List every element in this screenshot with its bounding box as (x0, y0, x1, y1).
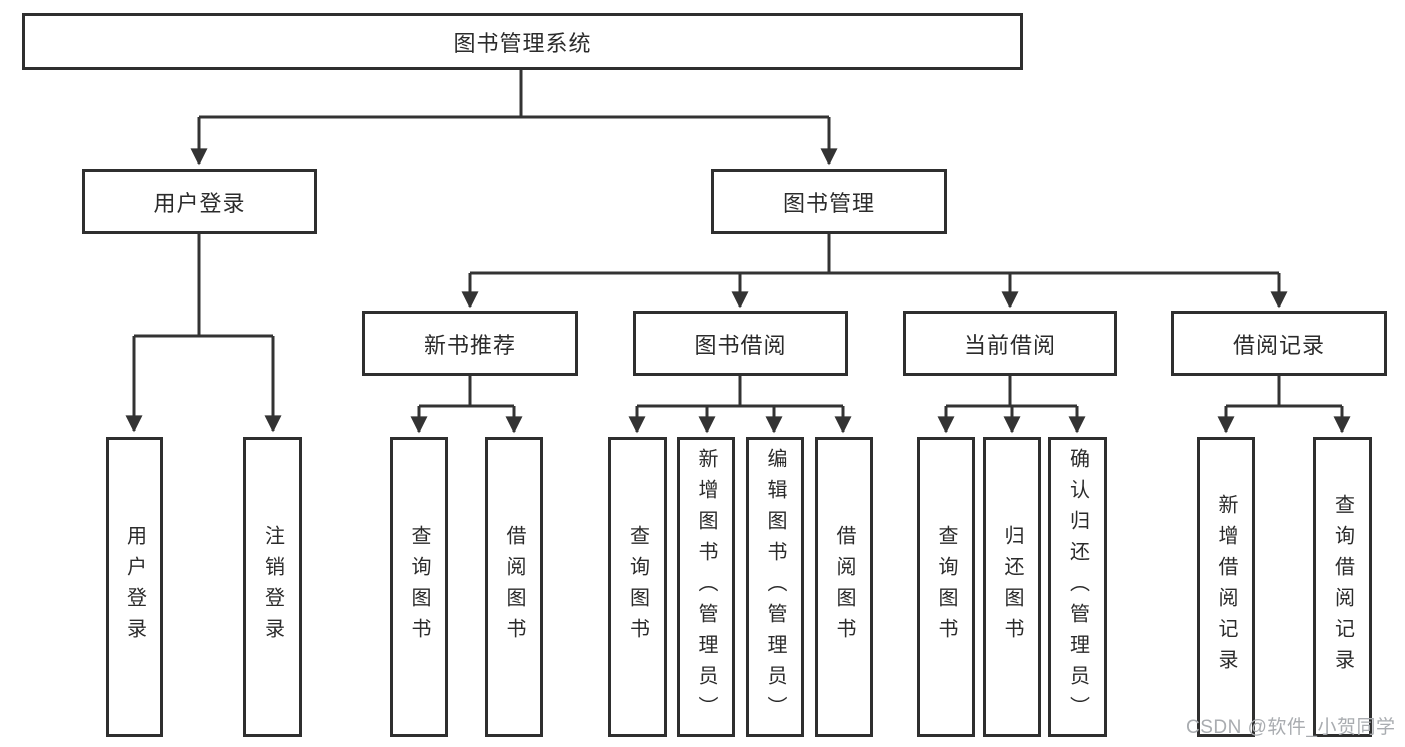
node-new-book-recommend-label: 新书推荐 (423, 332, 516, 358)
leaf-query-books-recommend: 查询图书 (390, 437, 448, 737)
leaf-borrow-books-borrow: 借阅图书 (815, 437, 873, 737)
leaf-return-books: 归还图书 (983, 437, 1041, 737)
node-book-management: 图书管理 (711, 169, 947, 234)
leaf-query-books-borrow: 查询图书 (608, 437, 667, 737)
leaf-add-borrow-record: 新增借阅记录 (1197, 437, 1255, 737)
node-new-book-recommend: 新书推荐 (362, 311, 578, 376)
node-current-borrow: 当前借阅 (903, 311, 1117, 376)
leaf-query-books-current: 查询图书 (917, 437, 975, 737)
leaf-logout-login: 注销登录 (243, 437, 302, 737)
leaf-borrow-books-recommend: 借阅图书 (485, 437, 543, 737)
node-user-login: 用户登录 (82, 169, 317, 234)
node-book-borrow: 图书借阅 (633, 311, 848, 376)
leaf-add-books-admin: 新增图书（管理员） (677, 437, 735, 737)
leaf-user-login: 用户登录 (106, 437, 163, 737)
node-user-login-label: 用户登录 (153, 190, 246, 216)
node-borrow-records: 借阅记录 (1171, 311, 1387, 376)
csdn-watermark: CSDN @软件_小贺同学 (1186, 717, 1396, 738)
leaf-confirm-return-admin: 确认归还（管理员） (1048, 437, 1107, 737)
node-root-label: 图书管理系统 (453, 30, 592, 56)
leaf-edit-books-admin: 编辑图书（管理员） (746, 437, 804, 737)
node-borrow-records-label: 借阅记录 (1232, 332, 1325, 358)
node-root: 图书管理系统 (22, 13, 1023, 70)
leaf-query-borrow-record: 查询借阅记录 (1313, 437, 1372, 737)
connector-arrows (125, 70, 1351, 434)
node-book-management-label: 图书管理 (782, 190, 875, 216)
node-current-borrow-label: 当前借阅 (963, 332, 1056, 358)
node-book-borrow-label: 图书借阅 (694, 332, 787, 358)
